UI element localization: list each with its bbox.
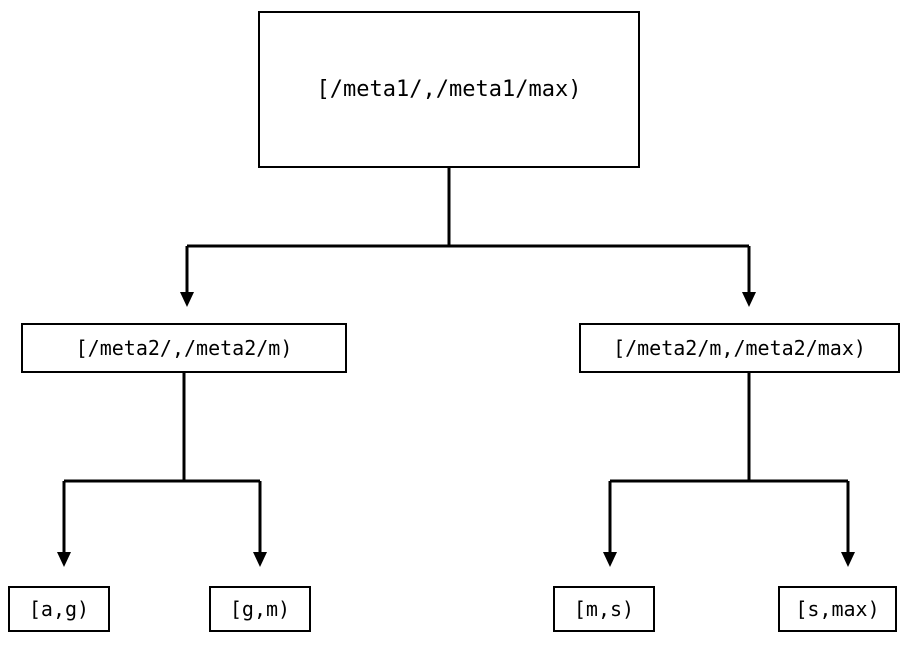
- arrowhead-to-mid-right: [742, 292, 756, 307]
- node-mid-right[interactable]: [/meta2/m,/meta2/max): [579, 323, 900, 373]
- node-leaf-ms[interactable]: [m,s): [553, 586, 655, 632]
- node-leaf-ag-label: [a,g): [28, 597, 90, 621]
- node-leaf-ms-label: [m,s): [573, 597, 635, 621]
- node-root-label: [/meta1/,/meta1/max): [316, 77, 582, 102]
- node-mid-left-label: [/meta2/,/meta2/m): [75, 336, 293, 360]
- arrowhead-to-leaf-ms: [603, 552, 617, 567]
- arrowhead-to-mid-left: [180, 292, 194, 307]
- node-leaf-smax-label: [s,max): [795, 597, 880, 621]
- node-mid-right-label: [/meta2/m,/meta2/max): [613, 336, 866, 360]
- node-leaf-gm[interactable]: [g,m): [209, 586, 311, 632]
- node-leaf-smax[interactable]: [s,max): [778, 586, 897, 632]
- node-mid-left[interactable]: [/meta2/,/meta2/m): [21, 323, 347, 373]
- node-leaf-gm-label: [g,m): [229, 597, 291, 621]
- arrowhead-to-leaf-ag: [57, 552, 71, 567]
- node-root[interactable]: [/meta1/,/meta1/max): [258, 11, 640, 168]
- node-leaf-ag[interactable]: [a,g): [8, 586, 110, 632]
- arrowhead-to-leaf-gm: [253, 552, 267, 567]
- arrowhead-to-leaf-smax: [841, 552, 855, 567]
